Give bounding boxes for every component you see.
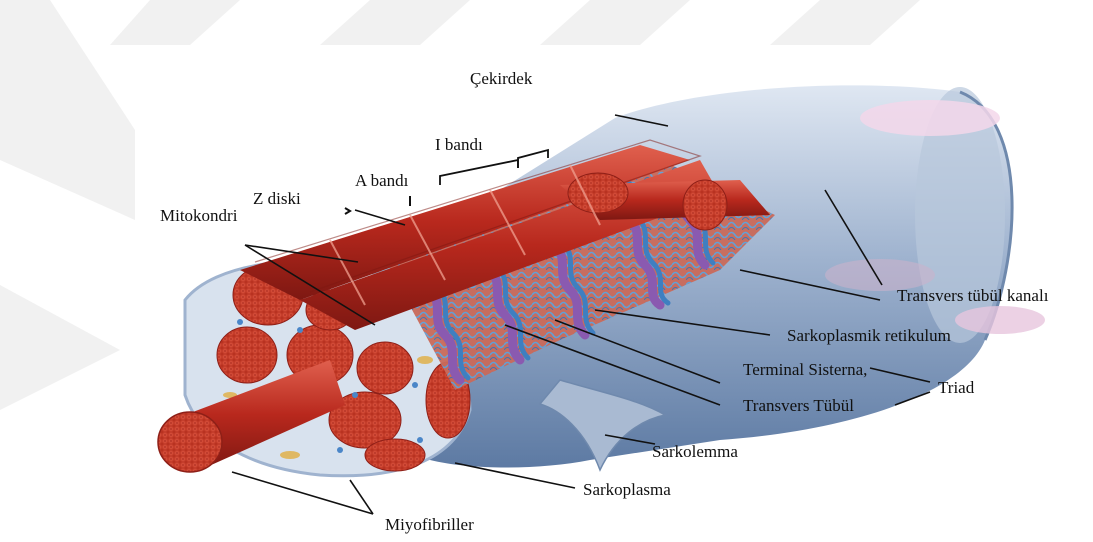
label-transverse-tubule: Transvers Tübül bbox=[743, 396, 854, 415]
label-triad: Triad bbox=[938, 378, 975, 397]
label-a-band: A bandı bbox=[355, 171, 409, 190]
myofibril-cross-2 bbox=[217, 327, 277, 383]
label-i-band: I bandı bbox=[435, 135, 483, 154]
label-sarcoplasm: Sarkoplasma bbox=[583, 480, 671, 499]
label-myofibrils: Miyofibriller bbox=[385, 515, 474, 534]
myofibril-cross-4 bbox=[357, 342, 413, 394]
label-z-disc: Z diski bbox=[253, 189, 301, 208]
label-sarcolemma: Sarkolemma bbox=[652, 442, 738, 461]
label-mitochondria: Mitokondri bbox=[160, 206, 238, 225]
label-nucleus: Çekirdek bbox=[470, 69, 533, 88]
a-band-bracket bbox=[440, 160, 518, 185]
myofibril-cross-8 bbox=[365, 439, 425, 471]
label-terminal-cisterna: Terminal Sisterna, bbox=[743, 360, 867, 379]
z-disc-marker bbox=[345, 208, 350, 214]
label-t-tubule-opening: Transvers tübül kanalı bbox=[897, 286, 1049, 305]
protruding-myofibril-end bbox=[158, 412, 222, 472]
label-sarcoplasmic-reticulum: Sarkoplasmik retikulum bbox=[787, 326, 951, 345]
